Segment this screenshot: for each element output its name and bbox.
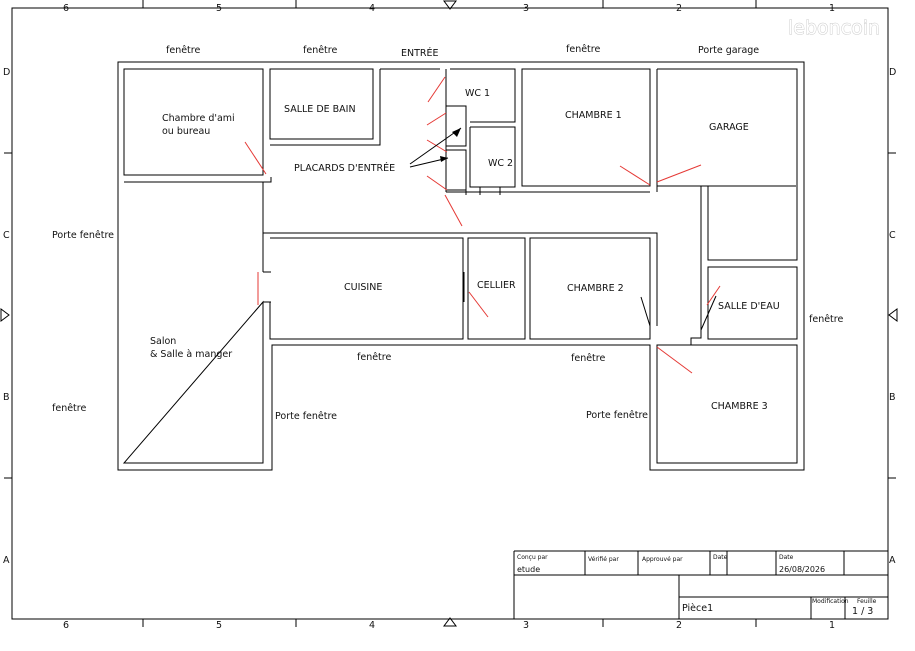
wall-middle-block [262,232,658,340]
col-label: 4 [369,3,375,14]
window-label: fenêtre [357,352,391,363]
row-label: D [3,67,10,78]
entry-swings [409,127,717,331]
wall-chambre-1 [521,68,651,187]
row-label: A [3,555,10,566]
room-labels: Chambre d'ami ou bureau SALLE DE BAIN WC… [150,88,780,412]
col-label: 5 [216,620,222,631]
watermark-logo: leboncoin [788,17,880,39]
tb-concu-value: etude [517,565,540,574]
door-marks [244,76,721,374]
wall-chambre-ami [123,68,264,176]
room-label: WC 1 [465,88,490,99]
col-label: 6 [63,620,69,631]
entry-label: ENTRÉE [401,47,439,59]
tb-verifie-label: Vérifié par [588,556,619,563]
arrow-head [440,156,448,162]
window-label: fenêtre [566,44,600,55]
room-label: CHAMBRE 2 [567,283,624,294]
window-label: fenêtre [571,353,605,364]
col-label: 3 [523,3,529,14]
col-label: 2 [676,3,682,14]
wall-garage [657,68,798,261]
centre-mark-top [443,0,457,10]
window-label: fenêtre [303,45,337,56]
centre-mark-right [888,308,898,322]
col-label: 4 [369,620,375,631]
opening-labels: fenêtre fenêtre ENTRÉE fenêtre Porte gar… [52,44,843,422]
room-label: CHAMBRE 3 [711,401,768,412]
tb-feuille-value: 1 / 3 [852,606,873,617]
col-label: 6 [63,3,69,14]
outer-wall-outline [117,61,805,471]
window-label: fenêtre [809,314,843,325]
tb-feuille-label: Feuille [857,598,877,605]
room-label: CELLIER [477,280,516,291]
tb-date-label: Date [779,554,794,561]
row-label: B [889,392,896,403]
wall-salle-de-bain [269,68,374,140]
tb-date-label: Date [713,554,728,561]
col-label: 3 [523,620,529,631]
room-label: CUISINE [344,282,382,293]
col-label: 2 [676,620,682,631]
centre-mark-left [0,308,10,322]
arrow-head [452,128,461,137]
room-label: & Salle à manger [150,349,232,360]
wall-placards [445,69,467,192]
col-label: 1 [829,620,835,631]
wall-chambre-2 [529,237,651,340]
wall-cellier [467,237,526,340]
room-label: Salon [150,336,176,347]
french-window-label: Porte fenêtre [275,411,337,422]
wall-chambre-3 [656,344,798,464]
room-label: SALLE DE BAIN [284,104,356,115]
row-label: C [889,230,896,241]
row-label: A [889,555,896,566]
wall-salon [122,177,272,464]
title-block-text: Conçu par etude Vérifié par Approuvé par… [517,554,877,617]
row-label: B [3,392,10,403]
wall-wc2 [469,126,516,188]
french-window-label: Porte fenêtre [586,410,648,421]
room-label: SALLE D'EAU [718,301,780,312]
window-label: fenêtre [52,403,86,414]
row-label: C [3,230,10,241]
centre-mark-bottom [443,617,457,627]
room-label: ou bureau [162,126,210,137]
tb-concu-label: Conçu par [517,554,548,561]
tb-piece-value: Pièce1 [682,603,713,614]
tb-modification-label: Modification [812,598,849,605]
room-label: CHAMBRE 1 [565,110,622,121]
wall-corridor-right [690,186,798,346]
french-window-label: Porte fenêtre [52,230,114,241]
room-label: Chambre d'ami [162,113,235,124]
window-label: fenêtre [166,45,200,56]
title-block [513,550,888,619]
drawing-frame [4,0,896,627]
col-label: 5 [216,3,222,14]
tb-approuve-label: Approuvé par [642,556,683,563]
garage-door-label: Porte garage [698,45,759,56]
room-label: PLACARDS D'ENTRÉE [294,162,395,174]
tb-date-value: 26/08/2026 [779,565,825,574]
col-label: 1 [829,3,835,14]
room-label: WC 2 [488,158,513,169]
room-label: GARAGE [709,122,749,133]
row-label: D [889,67,896,78]
wall-wc1 [450,68,516,123]
frame-labels: 6 5 4 3 2 1 6 5 4 3 2 1 D C B A D C B A [3,3,896,631]
wall-entree-corridor [270,68,440,146]
walls [117,61,805,471]
